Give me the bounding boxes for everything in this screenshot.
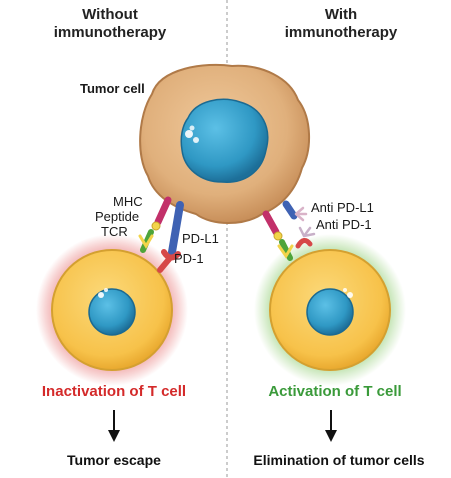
pd-1-label: PD-1 [174,251,204,266]
peptide-label: Peptide [95,209,140,224]
anti-pd-l1-antibody [294,206,308,222]
mhc-tcr-complex-left [138,196,172,253]
mhc-molecule [154,196,172,226]
tcr-molecule [140,229,154,253]
left-header: Without immunotherapy [20,6,200,42]
left-header-line2: immunotherapy [53,24,167,41]
left-header-line1: Without [82,6,138,23]
arrow-left [108,410,120,442]
pd-l1-label: PD-L1 [182,231,219,246]
tumor-cell [139,63,311,224]
t-cell-left [36,234,188,386]
right-header: With immunotherapy [246,6,436,42]
tumor-escape-outcome: Tumor escape [67,452,161,468]
right-header-line2: immunotherapy [284,24,398,41]
mhc-tcr-complex-right [262,210,294,261]
elimination-outcome: Elimination of tumor cells [253,452,425,468]
pd-l1-molecule [168,201,184,256]
activation-status: Activation of T cell [268,383,402,400]
tcr-label: TCR [101,224,128,239]
tumor-cell-label: Tumor cell [80,81,145,96]
arrow-right [325,410,337,442]
anti-pd-l1-label: Anti PD-L1 [311,200,374,215]
anti-pd-1-label: Anti PD-1 [316,217,372,232]
t-cell-right [254,234,406,386]
blocked-pd-l1-pd-1-right [282,200,316,249]
inactivation-status: Inactivation of T cell [41,383,187,400]
peptide [151,221,161,231]
anti-pd-1-antibody [298,226,316,238]
mhc-label: MHC [113,194,143,209]
pd-l1-pd-1-left [157,201,184,273]
tumor-nucleus [180,98,269,183]
t-cell-right-nucleus [306,288,354,336]
right-header-line1: With [324,6,358,23]
t-cell-left-nucleus [88,288,136,336]
